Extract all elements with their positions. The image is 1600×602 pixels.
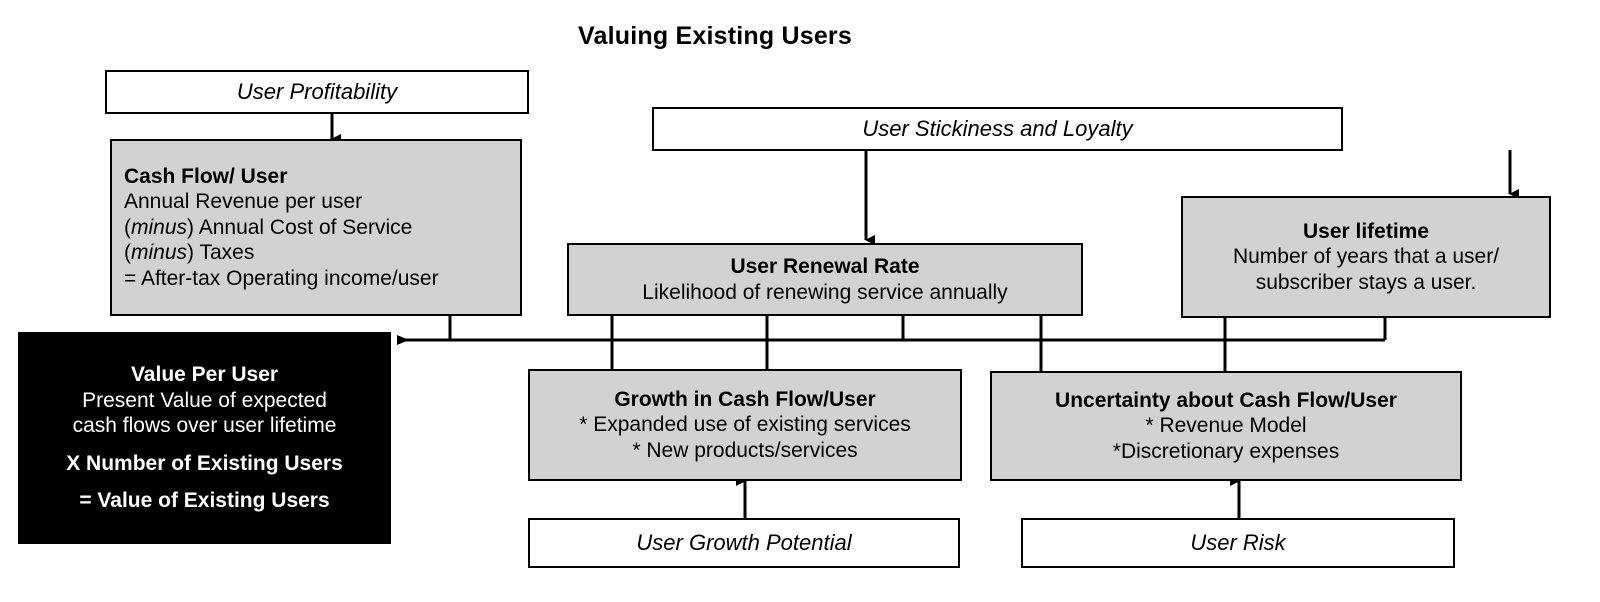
value-per-user-line3: X Number of Existing Users bbox=[66, 451, 343, 475]
cash-flow-user-line4: = After-tax Operating income/user bbox=[124, 266, 439, 290]
value-per-user-title: Value Per User bbox=[130, 363, 279, 387]
growth-cash-flow-line1: * Expanded use of existing services bbox=[579, 413, 911, 437]
node-user-risk[interactable]: User Risk bbox=[1021, 518, 1455, 568]
uncertainty-cash-flow-line1: * Revenue Model bbox=[1145, 414, 1307, 438]
node-uncertainty-cash-flow[interactable]: Uncertainty about Cash Flow/User * Reven… bbox=[990, 371, 1462, 481]
cash-flow-user-line2: (minus) Annual Cost of Service bbox=[124, 215, 413, 239]
user-renewal-rate-line1: Likelihood of renewing service annually bbox=[642, 280, 1008, 304]
page-title: Valuing Existing Users bbox=[578, 22, 852, 50]
node-user-stickiness[interactable]: User Stickiness and Loyalty bbox=[652, 107, 1343, 151]
cash-flow-user-title: Cash Flow/ User bbox=[124, 164, 288, 188]
growth-cash-flow-line2: * New products/services bbox=[632, 438, 858, 462]
node-growth-cash-flow[interactable]: Growth in Cash Flow/User * Expanded use … bbox=[528, 369, 962, 481]
cash-flow-user-line3: (minus) Taxes bbox=[124, 241, 255, 265]
value-per-user-line2: cash flows over user lifetime bbox=[72, 414, 337, 438]
user-lifetime-title: User lifetime bbox=[1302, 219, 1430, 243]
user-stickiness-label: User Stickiness and Loyalty bbox=[862, 115, 1133, 141]
node-value-per-user[interactable]: Value Per User Present Value of expected… bbox=[18, 332, 391, 544]
node-user-growth-potential[interactable]: User Growth Potential bbox=[528, 518, 960, 568]
user-lifetime-line1: Number of years that a user/ bbox=[1232, 245, 1500, 269]
cash-flow-user-line1: Annual Revenue per user bbox=[124, 190, 363, 214]
uncertainty-cash-flow-line2: *Discretionary expenses bbox=[1112, 439, 1340, 463]
user-profitability-label: User Profitability bbox=[236, 78, 398, 104]
value-per-user-line1: Present Value of expected bbox=[82, 388, 327, 412]
node-user-profitability[interactable]: User Profitability bbox=[105, 70, 529, 114]
user-renewal-rate-title: User Renewal Rate bbox=[730, 255, 920, 279]
user-growth-potential-label: User Growth Potential bbox=[636, 529, 852, 555]
uncertainty-cash-flow-title: Uncertainty about Cash Flow/User bbox=[1055, 388, 1397, 412]
node-user-lifetime[interactable]: User lifetime Number of years that a use… bbox=[1181, 196, 1551, 318]
user-lifetime-line2: subscriber stays a user. bbox=[1255, 270, 1477, 294]
value-per-user-line4: = Value of Existing Users bbox=[79, 489, 330, 513]
node-cash-flow-user[interactable]: Cash Flow/ User Annual Revenue per user … bbox=[110, 139, 522, 316]
node-user-renewal-rate[interactable]: User Renewal Rate Likelihood of renewing… bbox=[567, 243, 1083, 316]
user-risk-label: User Risk bbox=[1190, 529, 1286, 555]
growth-cash-flow-title: Growth in Cash Flow/User bbox=[614, 387, 876, 411]
